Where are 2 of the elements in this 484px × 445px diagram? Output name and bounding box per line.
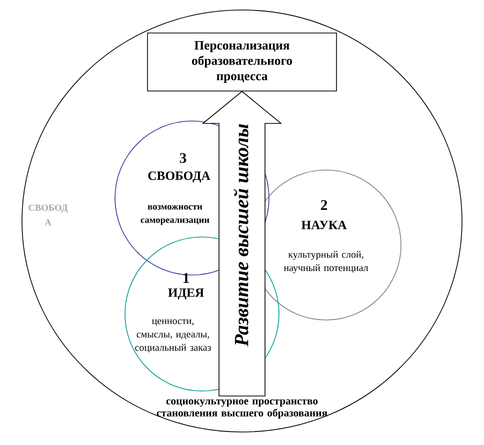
faded-text: СВОБОД А xyxy=(28,204,68,226)
process-box: Персонализация образовательного процесса xyxy=(147,32,337,92)
